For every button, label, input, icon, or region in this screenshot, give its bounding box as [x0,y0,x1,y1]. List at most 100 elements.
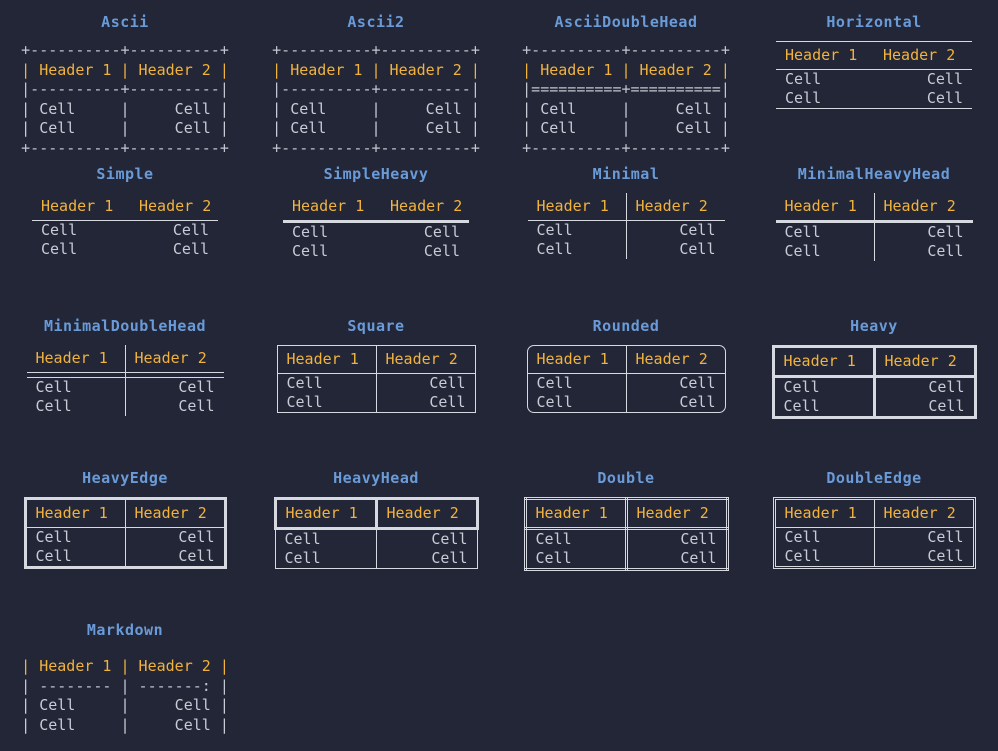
bottom-rule [776,108,972,109]
table-card-horizontal: Horizontal Header 1 Header 2 Cell Cell [750,0,998,152]
ascii-bottom-border: +----------+----------+ [522,138,730,157]
column-header-2: Header 2 [874,500,973,528]
header-rule-right [124,372,224,378]
ascii-top-border: +----------+----------+ [522,41,730,59]
table-grid: Header 1 Header 2 [283,193,479,220]
table-minimal-double-head: Header 1 Header 2 Cell Cell Cell Cell [26,345,224,416]
table-row: Cell Cell [776,70,972,89]
column-header-1: Header 1 [527,346,627,374]
table-title-double-edge: DoubleEdge [826,469,922,487]
header-row: Header 1 Header 2 [283,193,479,220]
header-row: Header 1 Header 2 [775,500,973,528]
table-row: Cell Cell [776,223,973,242]
column-header-2: Header 2 [375,345,476,374]
header-rule-row [527,220,725,221]
table-row: Cell Cell [32,221,218,240]
markdown-alignment-row: | -------- | -------: | [21,676,229,695]
table-card-ascii-double-head: AsciiDoubleHead +----------+----------+ … [502,0,750,157]
column-header-2: Header 2 [139,197,212,215]
table-row: Cell Cell [776,242,973,261]
column-header-1: Header 1 [26,500,126,528]
header-rule-left [26,372,126,378]
column-header-2: Header 2 [124,345,224,372]
cell-r2c2: Cell [172,240,209,258]
ascii-header-separator: |----------+----------| [272,80,480,98]
header-row: Header 1 Header 2 [528,193,725,220]
header-rule [776,69,972,70]
cell-r1c2: Cell [926,70,963,88]
cell-r1c1: Cell [284,530,321,548]
header-row: Header 1 Header 2 [527,346,725,374]
header-rule-left [527,220,627,221]
cell-r1c1: Cell [784,223,821,241]
ascii-body-row-2: | Cell | Cell | [522,119,730,137]
table-minimal: Header 1 Header 2 Cell Cell Cell Cell [527,193,725,259]
cell-r1c1: Cell [286,374,323,392]
cell-r1c1: Cell [536,374,573,392]
cell-r2c2: Cell [124,397,224,416]
cell-r1c2: Cell [625,221,725,240]
table-card-simple: Simple Header 1 Header 2 Cell Cell Ce [0,152,250,304]
table-card-minimal-double-head: MinimalDoubleHead Header 1 Header 2 Cell… [0,304,250,456]
header-row: Header 1 Header 2 [776,193,973,220]
empty-grid-slot [502,608,750,751]
column-header-2: Header 2 [374,497,479,530]
ascii-body-row-1: | Cell | Cell | [272,99,480,118]
ascii-art-ascii: +----------+----------+ | Header 1 | Hea… [0,41,250,158]
table-row: Cell Cell [283,223,469,242]
cell-r1c2: Cell [429,374,466,392]
cell-r2c2: Cell [679,393,716,411]
column-header-2: Header 2 [872,345,977,378]
cell-r2c1: Cell [784,547,821,565]
header-rule-left [775,220,875,223]
table-title-heavy: Heavy [850,317,898,335]
table-title-horizontal: Horizontal [826,13,922,31]
header-row: Header 1 Header 2 [32,193,228,220]
table-body: Cell Cell Cell Cell [32,221,218,259]
table-title-minimal: Minimal [592,165,660,183]
cell-r2c2: Cell [429,393,466,411]
table-row: Cell Cell [528,221,725,240]
table-title-ascii2: Ascii2 [347,13,405,31]
cell-r1c1: Cell [41,221,78,239]
table-card-simple-heavy: SimpleHeavy Header 1 Header 2 Cell Cell [250,152,502,304]
header-row: Header 1 Header 2 [771,345,977,378]
cell-r2c2: Cell [928,397,965,415]
empty-grid-slot [250,608,502,751]
cell-r1c2: Cell [431,530,468,548]
header-rule-right [873,220,973,223]
table-row: Cell Cell [776,89,972,108]
cell-r1c2: Cell [873,223,973,242]
table-title-simple: Simple [96,165,154,183]
cell-r2c2: Cell [927,547,964,565]
table-body: Cell Cell Cell Cell [776,70,972,108]
cell-r2c1: Cell [783,397,820,415]
column-header-2: Header 2 [390,197,463,215]
cell-r2c1: Cell [41,240,78,258]
ascii-art-ascii-double-head: +----------+----------+ | Header 1 | Hea… [502,41,750,158]
column-header-2: Header 2 [626,346,725,374]
table-row: Cell Cell [27,378,224,397]
column-header-2: Header 2 [625,193,725,220]
column-header-2: Header 2 [873,193,973,220]
